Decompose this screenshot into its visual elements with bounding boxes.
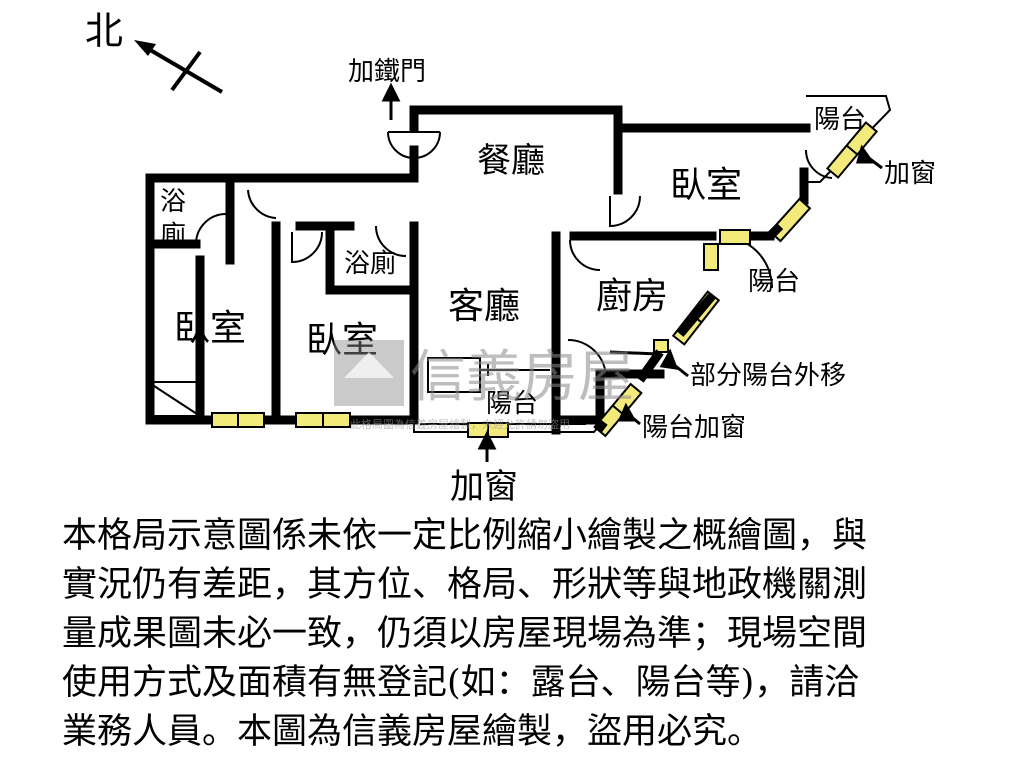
door-mid-bath <box>375 225 407 257</box>
door-bedroom-mid <box>291 231 323 264</box>
north-arrow-icon <box>138 42 224 94</box>
callout-labels: 加鐵門 加窗 部分陽台外移 陽台加窗 加窗 <box>348 57 936 507</box>
disclaimer: 本格局示意圖係未依一定比例縮小繪製之概繪圖，與 實況仍有差距，其方位、格局、形狀… <box>62 512 982 757</box>
disclaimer-line: 業務人員。本圖為信義房屋繪製，盜用必究。 <box>62 712 763 752</box>
callout-arrows <box>381 82 883 462</box>
room-kitchen: 廚房 <box>596 276 668 317</box>
north-arrowhead-icon <box>134 40 156 56</box>
room-dining: 餐廳 <box>477 141 545 181</box>
diagonal-walls <box>594 222 784 433</box>
door-kitchen <box>569 239 601 271</box>
callout-window-bottom: 加窗 <box>450 467 518 507</box>
room-bath-left-2: 廁 <box>160 221 186 251</box>
room-balcony-top: 陽台 <box>814 105 866 135</box>
room-labels: 餐廳 臥室 浴 廁 浴廁 客廳 廚房 臥室 臥室 陽台 陽台 陽台 <box>160 105 866 419</box>
disclaimer-line: 本格局示意圖係未依一定比例縮小繪製之概繪圖，與 <box>62 516 868 556</box>
room-living: 客廳 <box>448 286 520 327</box>
disclaimer-line: 量成果圖未必一致，仍須以房屋現場為準；現場空間 <box>62 614 868 654</box>
room-bedroom-left: 臥室 <box>174 308 246 349</box>
disclaimer-line: 實況仍有差距，其方位、格局、形狀等與地政機關測 <box>62 565 868 605</box>
callout-partial-balcony: 部分陽台外移 <box>690 361 846 391</box>
room-bath-mid: 浴廁 <box>344 249 396 279</box>
disclaimer-line: 使用方式及面積有無登記(如：露台、陽台等)，請洽 <box>62 663 860 703</box>
watermark: 信義房屋 此格局圖為信義房屋繪製，未經允許請勿盜用 <box>334 340 634 431</box>
callout-window-top: 加窗 <box>884 159 936 189</box>
room-bedroom-mid: 臥室 <box>306 320 378 361</box>
watermark-small-text: 此格局圖為信義房屋繪製，未經允許請勿盜用 <box>350 417 570 431</box>
doors <box>195 131 833 271</box>
door-dining <box>609 195 641 228</box>
room-balcony-right: 陽台 <box>748 267 800 297</box>
watermark-house-icon <box>344 352 394 378</box>
compass-north-label: 北 <box>85 9 123 53</box>
door-corridor <box>247 189 277 219</box>
door-left-bath <box>195 213 227 245</box>
room-balcony-bottom: 陽台 <box>486 389 538 419</box>
room-bath-left-1: 浴 <box>160 187 186 217</box>
living-box <box>427 357 550 393</box>
callout-iron-door: 加鐵門 <box>348 57 426 87</box>
bath-vent <box>147 381 201 417</box>
room-bedroom-top: 臥室 <box>670 165 742 206</box>
watermark-brand: 信義房屋 <box>410 345 634 410</box>
door-iron <box>387 131 441 159</box>
door-bedroom-top <box>804 149 833 179</box>
compass-cross-line <box>170 50 202 92</box>
floor-plan: 北 <box>85 9 936 507</box>
callout-balcony-window: 陽台加窗 <box>642 413 746 443</box>
compass: 北 <box>85 9 224 94</box>
